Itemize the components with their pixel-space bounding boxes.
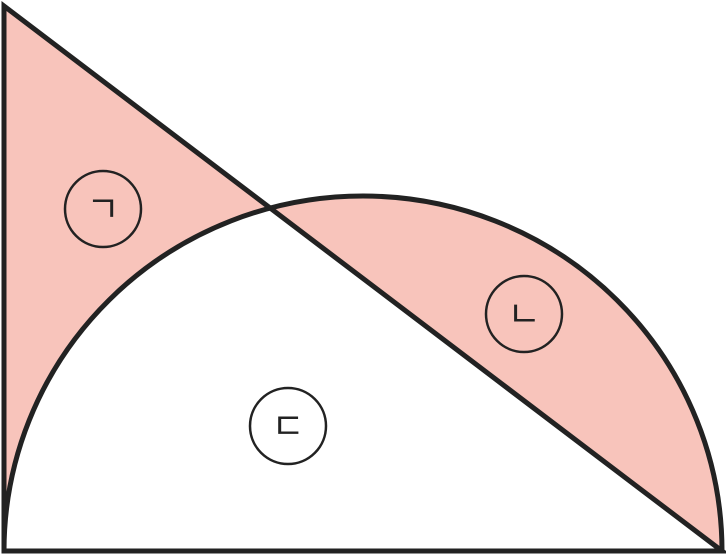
label-circle-c: [248, 386, 328, 466]
label-region-c: ㄷ: [248, 386, 328, 466]
label-text-b: ㄴ: [507, 295, 540, 336]
label-region-b: ㄴ: [484, 274, 564, 354]
label-region-a: ㄱ: [63, 169, 143, 249]
label-circle-b: [484, 274, 564, 354]
label-text-c: ㄷ: [271, 407, 304, 448]
label-circle-a: [63, 169, 143, 249]
shaded-region-b: [4, 196, 722, 551]
semicircle-arc: [1, 193, 725, 552]
label-text-a: ㄱ: [86, 190, 119, 231]
